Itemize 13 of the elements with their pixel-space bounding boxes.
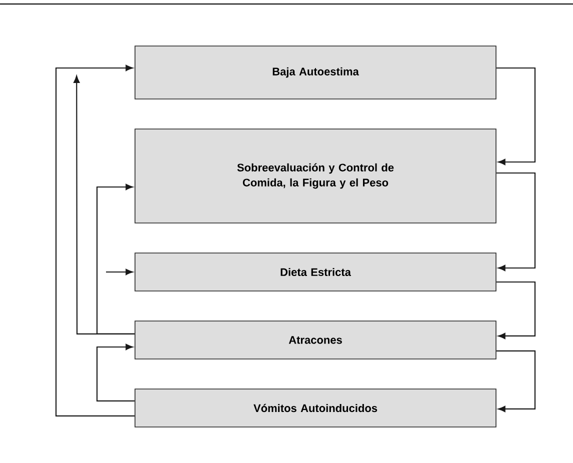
arrow xyxy=(106,268,133,276)
process-box: Atracones xyxy=(134,320,496,360)
arrow xyxy=(55,64,135,417)
arrow xyxy=(96,184,135,335)
arrow xyxy=(496,172,536,272)
process-box: Dieta Estricta xyxy=(134,252,496,292)
process-box: Vómitos Autoinducidos xyxy=(134,388,496,428)
arrow xyxy=(496,281,536,340)
process-box: Baja Autoestima xyxy=(134,46,496,100)
arrow xyxy=(96,344,135,402)
arrow xyxy=(496,67,536,166)
arrow xyxy=(496,350,536,412)
process-box: Sobreevaluación y Control de Comida, la Figura y el Peso xyxy=(134,128,496,224)
